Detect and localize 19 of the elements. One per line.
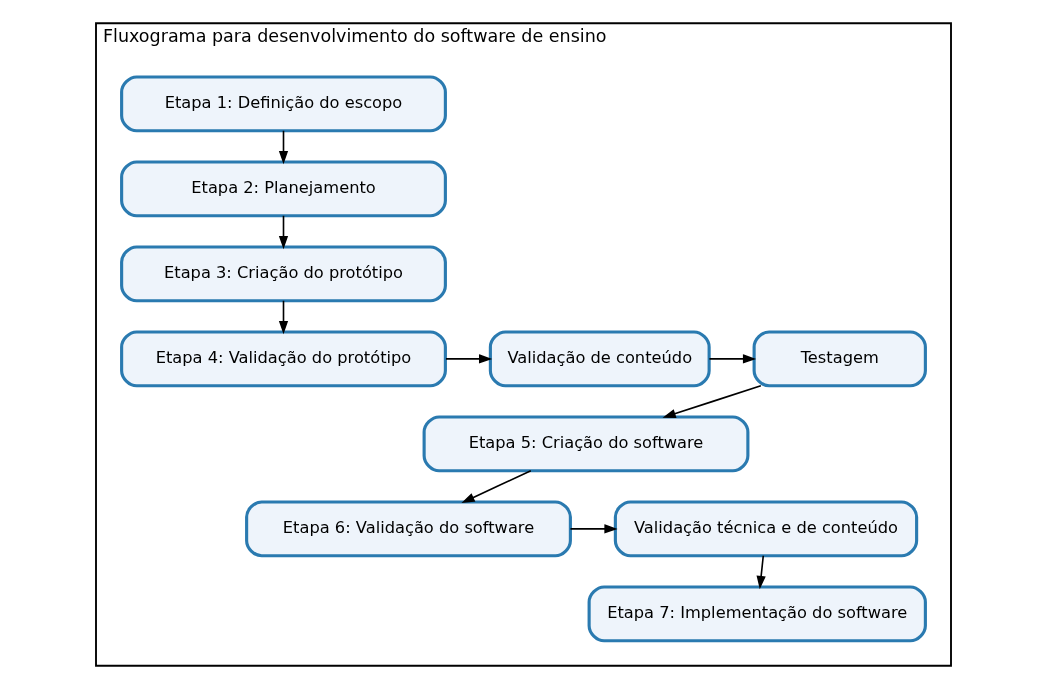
node-box: Etapa 2: Planejamento — [120, 160, 447, 218]
node-box: Validação de conteúdo — [488, 330, 711, 388]
node-box: Etapa 1: Definição do escopo — [120, 75, 447, 133]
node-box: Etapa 7: Implementação do software — [587, 585, 927, 643]
arrow — [662, 384, 762, 419]
arrow — [278, 299, 289, 335]
arrow — [278, 129, 289, 165]
node-box: Etapa 6: Validação do software — [245, 500, 572, 558]
node-box: Testagem — [752, 330, 927, 388]
arrow — [445, 354, 493, 364]
node-box: Etapa 4: Validação do protótipo — [120, 330, 447, 388]
arrow — [569, 524, 618, 534]
arrow — [756, 554, 766, 590]
arrow — [708, 354, 757, 364]
node-box: Etapa 5: Criação do software — [422, 415, 750, 473]
node-box: Etapa 3: Criação do protótipo — [120, 245, 447, 303]
node-box: Validação técnica e de conteúdo — [613, 500, 919, 558]
arrow — [461, 469, 532, 504]
arrow — [278, 214, 289, 250]
